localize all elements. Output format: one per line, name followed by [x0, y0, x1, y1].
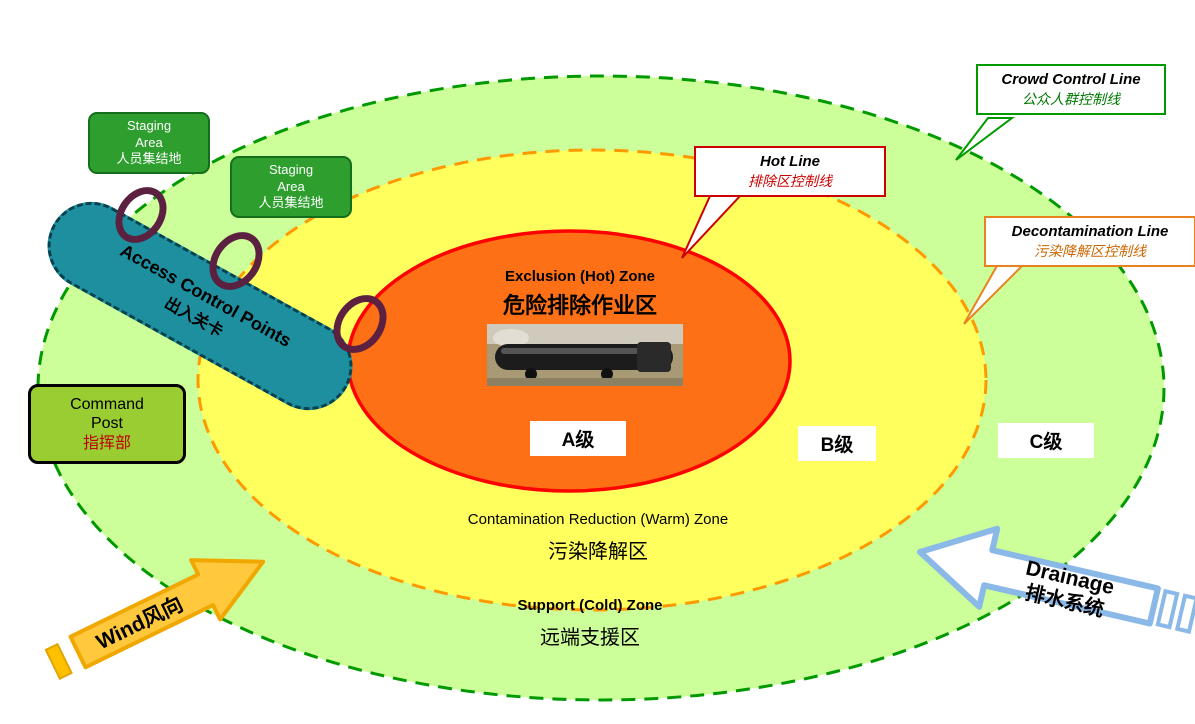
staging-area-box-1: Staging Area 人员集结地 [88, 112, 210, 174]
hot-zone-title-zh: 危险排除作业区 [502, 293, 658, 318]
drainage-arrow-stripe [1155, 588, 1180, 630]
staging-area-1-line1: Staging [126, 117, 172, 133]
command-post-box: Command Post 指挥部 [28, 384, 186, 464]
level-badge-a: A级 [530, 421, 626, 456]
warm-zone-title-en: Contamination Reduction (Warm) Zone [467, 511, 729, 528]
overturned-tanker-photo [487, 324, 683, 386]
drainage-arrow-body [917, 525, 1161, 627]
hot-line-label-zh: 排除区控制线 [748, 173, 832, 190]
command-post-line3: 指挥部 [82, 434, 131, 452]
hot-line-label-en: Hot Line [760, 153, 820, 170]
decontamination-line-label-zh: 污染降解区控制线 [1034, 243, 1146, 260]
staging-area-2-line1: Staging [268, 161, 314, 177]
crowd-control-line-label-zh: 公众人群控制线 [1022, 91, 1120, 108]
crowd-callout-pointer [955, 117, 1015, 161]
staging-area-2-line2: Area [277, 178, 305, 194]
decontamination-line-callout: Decontamination Line 污染降解区控制线 [984, 216, 1195, 268]
crowd-control-line-label-en: Crowd Control Line [1001, 71, 1141, 88]
wind-arrow-body [68, 558, 266, 670]
staging-area-1-line3: 人员集结地 [116, 151, 182, 167]
wind-arrow-tail [44, 642, 73, 680]
command-post-line2: Post [90, 415, 123, 433]
staging-area-1-line2: Area [135, 134, 163, 150]
drainage-arrow-stripe [1174, 593, 1195, 634]
staging-area-2-line3: 人员集结地 [258, 195, 324, 211]
command-post-line1: Command [70, 396, 144, 414]
level-badge-b: B级 [798, 426, 876, 461]
staging-area-box-2: Staging Area 人员集结地 [230, 156, 352, 218]
hot-zone-title-en: Exclusion (Hot) Zone [505, 268, 655, 285]
level-badge-c: C级 [998, 423, 1094, 458]
decontamination-line-label-en: Decontamination Line [1011, 223, 1169, 240]
cold-zone-title-en: Support (Cold) Zone [517, 597, 663, 614]
cold-zone-title-zh: 远端支援区 [540, 627, 640, 649]
warm-zone-title-zh: 污染降解区 [548, 541, 648, 563]
crowd-control-line-callout: Crowd Control Line 公众人群控制线 [976, 64, 1166, 116]
hot-line-callout: Hot Line 排除区控制线 [694, 146, 886, 198]
tanker-photo-graphic [487, 324, 683, 386]
